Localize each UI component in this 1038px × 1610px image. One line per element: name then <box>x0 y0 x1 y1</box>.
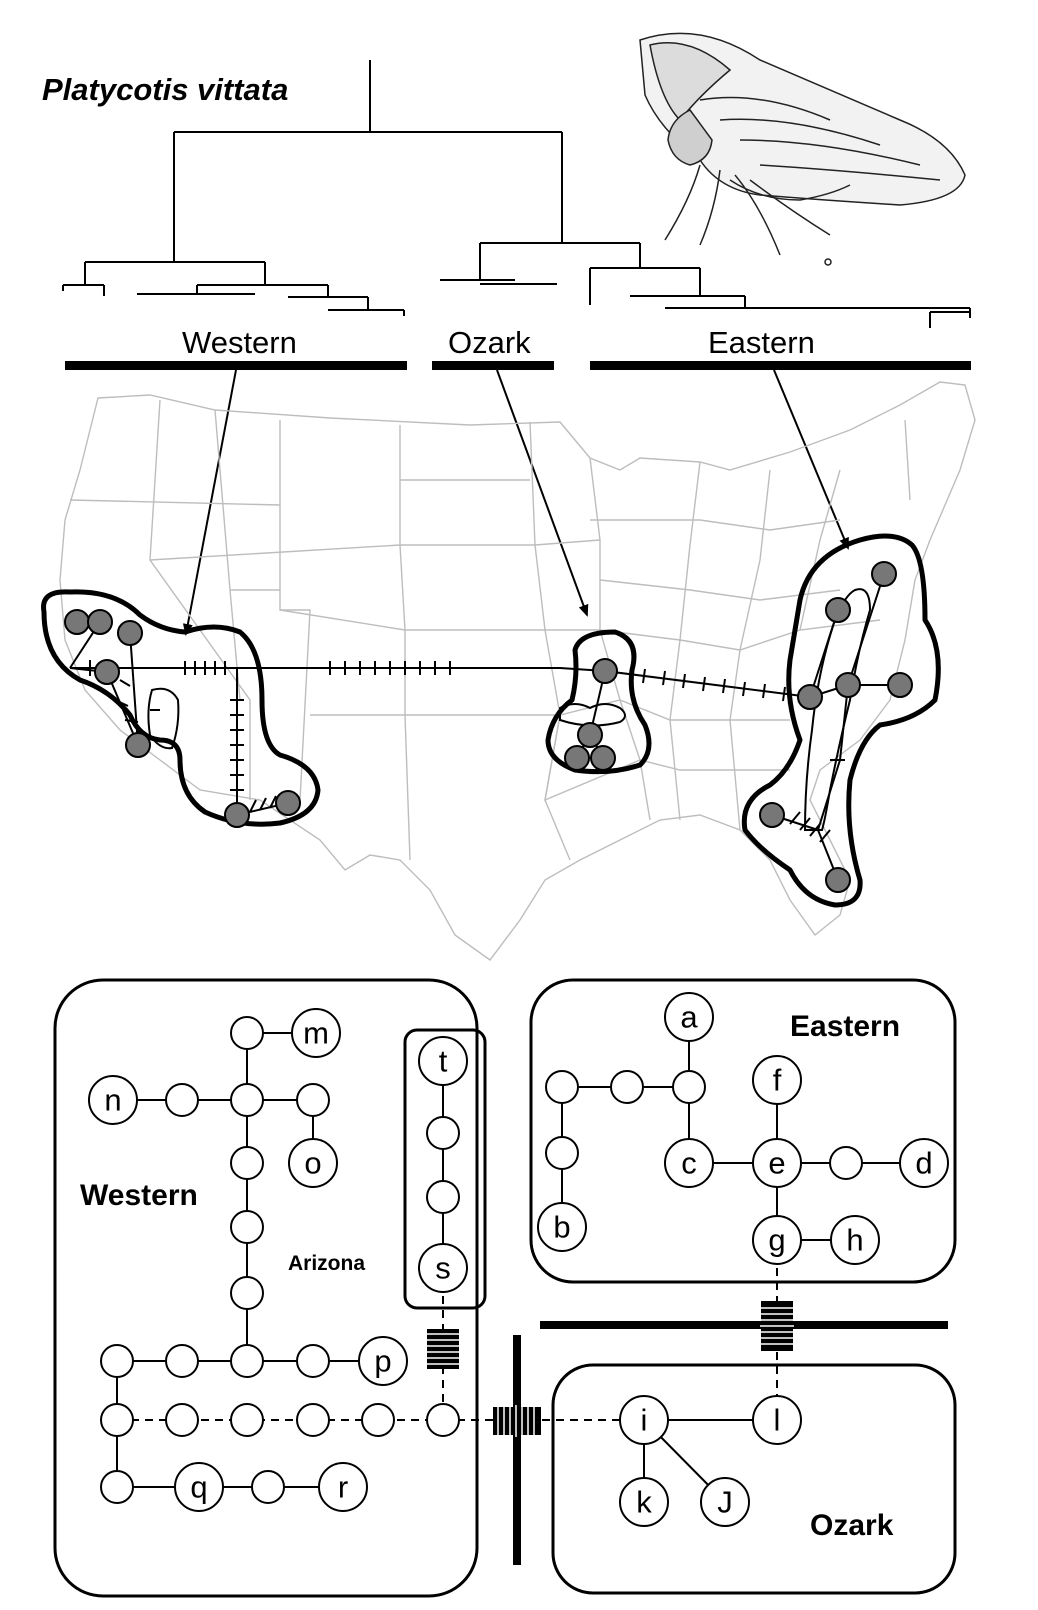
haplotype-g: g <box>752 1215 802 1265</box>
haplotype-r: r <box>318 1462 368 1512</box>
arrow-eastern <box>773 369 849 550</box>
arrow-western <box>182 369 237 636</box>
svg-text:n: n <box>104 1083 121 1118</box>
haplotype-l: l <box>752 1395 802 1445</box>
haplotype-n: n <box>88 1075 138 1125</box>
haplotype-h: h <box>830 1215 880 1265</box>
svg-text:d: d <box>915 1146 932 1181</box>
species-title: Platycotis vittata <box>42 72 288 107</box>
haplotype-a: a <box>664 992 714 1042</box>
clade-arrows <box>182 369 849 636</box>
haplotype-i: i <box>619 1395 669 1445</box>
haplotype-s: s <box>418 1243 468 1293</box>
svg-text:m: m <box>303 1016 329 1051</box>
map-network <box>69 573 900 881</box>
svg-text:e: e <box>768 1146 785 1181</box>
svg-text:a: a <box>680 1000 698 1035</box>
arizona-subbox <box>403 1028 487 1310</box>
svg-text:b: b <box>553 1210 570 1245</box>
svg-text:c: c <box>681 1146 697 1181</box>
ozark-network-box <box>551 1363 957 1595</box>
haplotype-b: b <box>537 1202 587 1252</box>
map-sampling-sites <box>64 561 913 893</box>
haplotype-o: o <box>288 1138 338 1188</box>
svg-text:q: q <box>190 1470 207 1505</box>
clade-label-eastern: Eastern <box>708 325 815 360</box>
svg-text:t: t <box>439 1044 448 1079</box>
phylogenetic-tree <box>62 60 971 328</box>
network-label-arizona: Arizona <box>288 1252 365 1275</box>
svg-text:g: g <box>768 1223 785 1258</box>
separator-vertical <box>513 1335 521 1565</box>
haplotype-m: m <box>291 1008 341 1058</box>
haplotype-f: f <box>752 1055 802 1105</box>
haplotype-J: J <box>700 1477 750 1527</box>
haplotype-t: t <box>418 1036 468 1086</box>
svg-text:p: p <box>374 1344 391 1379</box>
network-label-western: Western <box>80 1179 198 1212</box>
western-network-box <box>53 978 479 1598</box>
haplotype-k: k <box>619 1477 669 1527</box>
clade-bars <box>65 361 971 370</box>
mutation-hatches-map <box>89 660 845 843</box>
haplotype-e: e <box>752 1138 802 1188</box>
haplotype-q: q <box>174 1462 224 1512</box>
map-region-ozark <box>545 629 652 775</box>
clade-label-ozark: Ozark <box>448 325 531 360</box>
separator-horizontal <box>540 1321 948 1329</box>
svg-text:o: o <box>304 1146 321 1181</box>
network-label-ozark: Ozark <box>810 1509 894 1542</box>
clade-label-western: Western <box>182 325 297 360</box>
arrow-ozark <box>496 369 589 617</box>
network-haplotypes: m n o t s p q r a b c f e d g h i l k J <box>88 992 949 1527</box>
eastern-network-box <box>529 978 957 1284</box>
svg-text:s: s <box>435 1251 451 1286</box>
network-label-eastern: Eastern <box>790 1010 900 1043</box>
haplotype-c: c <box>664 1138 714 1188</box>
treehopper-illustration <box>639 32 966 266</box>
network-unlabeled-nodes <box>100 1016 863 1504</box>
svg-text:h: h <box>846 1223 863 1258</box>
network-mutation-blocks <box>426 1301 794 1437</box>
svg-text:l: l <box>774 1403 781 1438</box>
svg-text:r: r <box>338 1470 348 1505</box>
svg-text:i: i <box>641 1403 648 1438</box>
haplotype-p: p <box>358 1336 408 1386</box>
svg-text:f: f <box>773 1063 782 1098</box>
svg-text:k: k <box>636 1485 652 1520</box>
haplotype-d: d <box>899 1138 949 1188</box>
svg-text:J: J <box>717 1485 733 1520</box>
